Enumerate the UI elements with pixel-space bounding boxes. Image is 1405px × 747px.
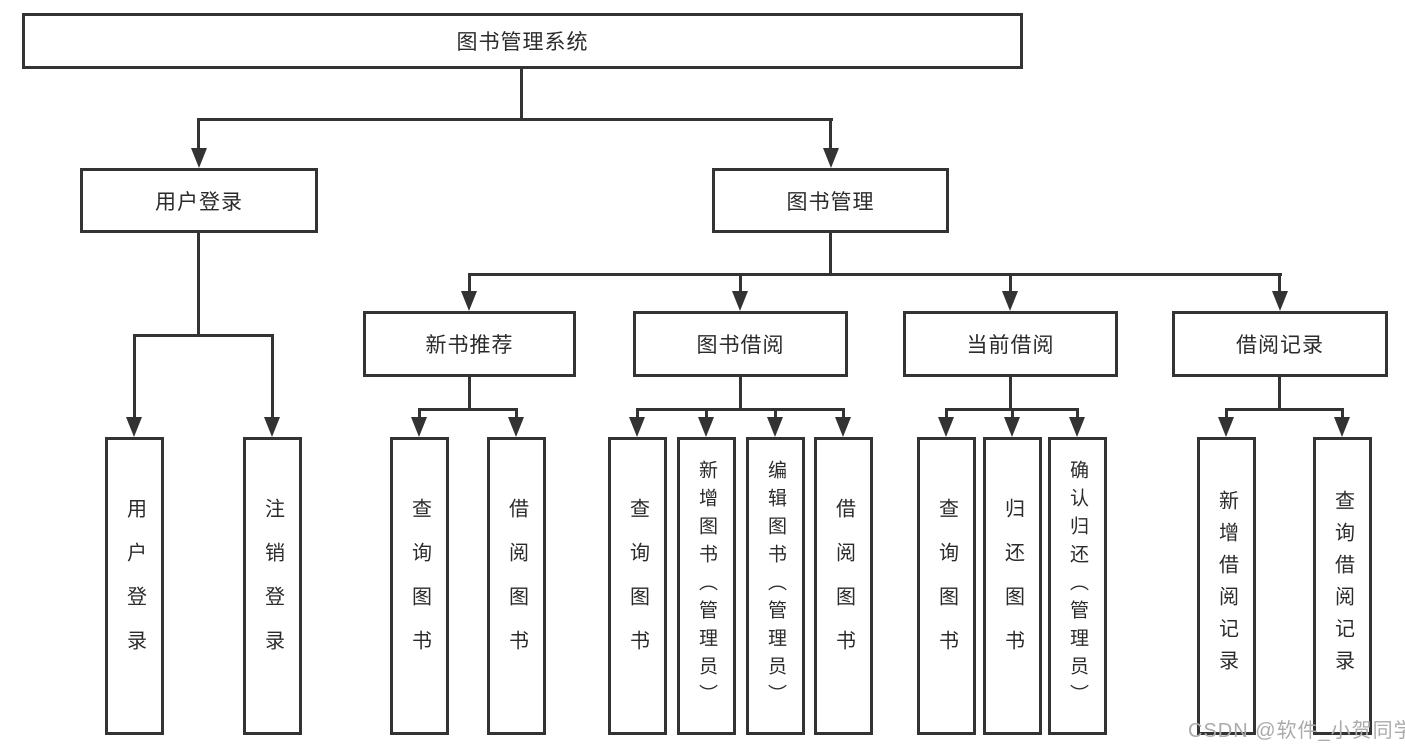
leaf-user-login: 用户登录 <box>105 437 164 735</box>
connector-line <box>515 408 518 419</box>
leaf-return-book: 归还图书 <box>983 437 1042 735</box>
node-borrow-records: 借阅记录 <box>1172 311 1388 377</box>
node-book-management-label: 图书管理 <box>786 190 875 214</box>
arrow-down-icon <box>1002 291 1018 311</box>
arrow-down-icon <box>126 417 142 437</box>
arrow-down-icon <box>1069 417 1085 437</box>
connector-line <box>705 408 708 419</box>
arrow-down-icon <box>732 291 748 311</box>
leaf-query-books-recommend: 查询图书 <box>390 437 449 735</box>
leaf-query-books-recommend-label: 查询图书 <box>408 498 431 674</box>
connector-line <box>1341 408 1344 419</box>
connector-line <box>520 69 523 118</box>
leaf-query-books-current: 查询图书 <box>917 437 976 735</box>
arrow-down-icon <box>411 417 427 437</box>
node-current-borrow: 当前借阅 <box>903 311 1118 377</box>
leaf-borrow-books-recommend: 借阅图书 <box>487 437 546 735</box>
connector-line <box>271 334 274 417</box>
connector-line <box>418 408 421 419</box>
leaf-borrow-books-label: 借阅图书 <box>832 498 855 674</box>
node-book-management: 图书管理 <box>712 168 949 233</box>
arrow-down-icon <box>461 291 477 311</box>
arrow-down-icon <box>264 417 280 437</box>
connector-line <box>636 408 639 419</box>
node-user-login-label: 用户登录 <box>155 190 243 214</box>
leaf-add-book-admin: 新增图书（管理员） <box>677 437 736 735</box>
arrow-down-icon <box>508 417 524 437</box>
arrow-down-icon <box>1218 417 1234 437</box>
leaf-return-book-label: 归还图书 <box>1001 498 1024 674</box>
connector-line <box>829 118 832 150</box>
leaf-query-books-borrow-label: 查询图书 <box>626 498 649 674</box>
connector-line <box>1278 377 1281 408</box>
leaf-query-books-current-label: 查询图书 <box>935 498 958 674</box>
arrow-down-icon <box>938 417 954 437</box>
node-book-borrow: 图书借阅 <box>633 311 848 377</box>
leaf-confirm-return-admin: 确认归还（管理员） <box>1048 437 1107 735</box>
connector-line <box>739 377 742 408</box>
leaf-query-borrow-record-label: 查询借阅记录 <box>1331 490 1354 682</box>
arrow-down-icon <box>698 417 714 437</box>
leaf-confirm-return-admin-label: 确认归还（管理员） <box>1067 460 1088 712</box>
arrow-down-icon <box>191 148 207 168</box>
connector-line <box>1076 408 1079 419</box>
connector-line <box>1225 408 1228 419</box>
connector-line <box>945 408 948 419</box>
arrow-down-icon <box>767 417 783 437</box>
connector-line <box>133 334 274 337</box>
connector-line <box>197 118 200 150</box>
leaf-query-books-borrow: 查询图书 <box>608 437 667 735</box>
leaf-add-borrow-record: 新增借阅记录 <box>1197 437 1256 735</box>
connector-line <box>774 408 777 419</box>
connector-line <box>1011 408 1014 419</box>
connector-line <box>1009 273 1012 293</box>
connector-line <box>468 377 471 408</box>
leaf-borrow-books: 借阅图书 <box>814 437 873 735</box>
node-root: 图书管理系统 <box>22 13 1023 69</box>
connector-line <box>1278 273 1281 293</box>
arrow-down-icon <box>629 417 645 437</box>
leaf-edit-book-admin: 编辑图书（管理员） <box>746 437 805 735</box>
connector-line <box>468 273 1282 276</box>
leaf-add-borrow-record-label: 新增借阅记录 <box>1215 490 1238 682</box>
arrow-down-icon <box>1004 417 1020 437</box>
leaf-logout: 注销登录 <box>243 437 302 735</box>
leaf-edit-book-admin-label: 编辑图书（管理员） <box>765 460 786 712</box>
connector-line <box>829 233 832 273</box>
leaf-logout-label: 注销登录 <box>261 498 284 674</box>
connector-line <box>636 408 844 411</box>
arrow-down-icon <box>835 417 851 437</box>
connector-line <box>1009 377 1012 408</box>
node-user-login: 用户登录 <box>80 168 318 233</box>
leaf-query-borrow-record: 查询借阅记录 <box>1313 437 1372 735</box>
node-borrow-records-label: 借阅记录 <box>1236 334 1324 357</box>
connector-line <box>468 273 471 293</box>
connector-line <box>197 118 833 121</box>
leaf-add-book-admin-label: 新增图书（管理员） <box>696 460 717 712</box>
node-new-book-recommend-label: 新书推荐 <box>425 334 514 357</box>
connector-line <box>842 408 845 419</box>
node-root-label: 图书管理系统 <box>456 31 589 54</box>
leaf-user-login-label: 用户登录 <box>123 498 146 674</box>
arrow-down-icon <box>1272 291 1288 311</box>
node-new-book-recommend: 新书推荐 <box>363 311 576 377</box>
leaf-borrow-books-recommend-label: 借阅图书 <box>505 498 528 674</box>
connector-line <box>133 334 136 417</box>
connector-line <box>197 233 200 334</box>
connector-line <box>739 273 742 293</box>
node-book-borrow-label: 图书借阅 <box>696 334 785 357</box>
watermark: CSDN @软件_小贺同学 <box>1188 720 1405 742</box>
node-current-borrow-label: 当前借阅 <box>966 334 1055 357</box>
arrow-down-icon <box>823 148 839 168</box>
arrow-down-icon <box>1334 417 1350 437</box>
connector-line <box>1225 408 1343 411</box>
connector-line <box>418 408 518 411</box>
